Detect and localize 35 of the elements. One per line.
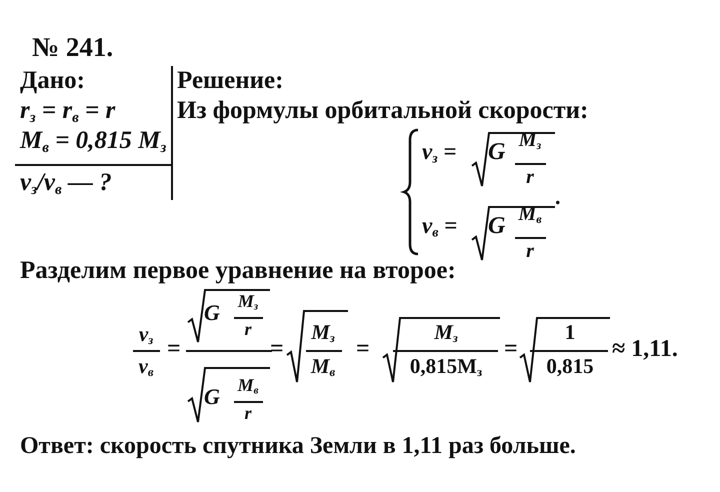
math-expression: 0,815 xyxy=(546,356,594,377)
math-expression: r xyxy=(526,241,534,261)
math-expression: ≈ 1,11. xyxy=(612,337,678,361)
math-expression: v$_{з}$ = xyxy=(422,140,456,166)
math-expression: = xyxy=(270,337,284,361)
problem-number: № 241. xyxy=(32,34,114,61)
section-heading: Дано: xyxy=(20,68,85,93)
math-expression: r$_{з}$ = r$_{в}$ = r xyxy=(20,98,116,126)
math-expression: = xyxy=(356,337,370,361)
math-expression: M$_{з}$ xyxy=(311,322,335,345)
math-expression: v$_{з}$ xyxy=(138,324,154,347)
math-expression: M$_{в}$ = 0,815 M$_{з}$ xyxy=(20,128,166,156)
math-expression: v$_{в}$ = xyxy=(422,214,458,240)
math-expression: r xyxy=(244,320,252,338)
math-expression: M$_{з}$ xyxy=(238,292,258,312)
math-expression: G xyxy=(204,386,220,408)
math-expression: r xyxy=(526,167,534,187)
math-expression: v$_{з}$/v$_{в}$ — ? xyxy=(20,170,112,198)
math-expression: v$_{в}$ xyxy=(138,356,154,379)
math-expression: . xyxy=(555,186,560,208)
math-expression: = xyxy=(167,337,181,361)
math-expression: M$_{в}$ xyxy=(310,356,336,379)
math-expression: G xyxy=(204,302,220,324)
text-line: Из формулы орбитальной скорости: xyxy=(177,98,588,123)
math-expression: G xyxy=(488,140,506,164)
math-expression: r xyxy=(244,404,252,422)
text-line: Разделим первое уравнение на второе: xyxy=(20,258,456,283)
math-expression: M$_{в}$ xyxy=(238,376,258,396)
answer-text: Ответ: скорость спутника Земли в 1,11 раз больше. xyxy=(20,434,576,458)
math-expression: 1 xyxy=(564,322,576,343)
math-expression: = xyxy=(504,337,518,361)
math-expression: 0,815M$_{з}$ xyxy=(410,356,482,379)
math-expression: M$_{з}$ xyxy=(434,322,458,345)
math-expression: G xyxy=(488,214,506,238)
section-heading: Решение: xyxy=(177,68,284,93)
